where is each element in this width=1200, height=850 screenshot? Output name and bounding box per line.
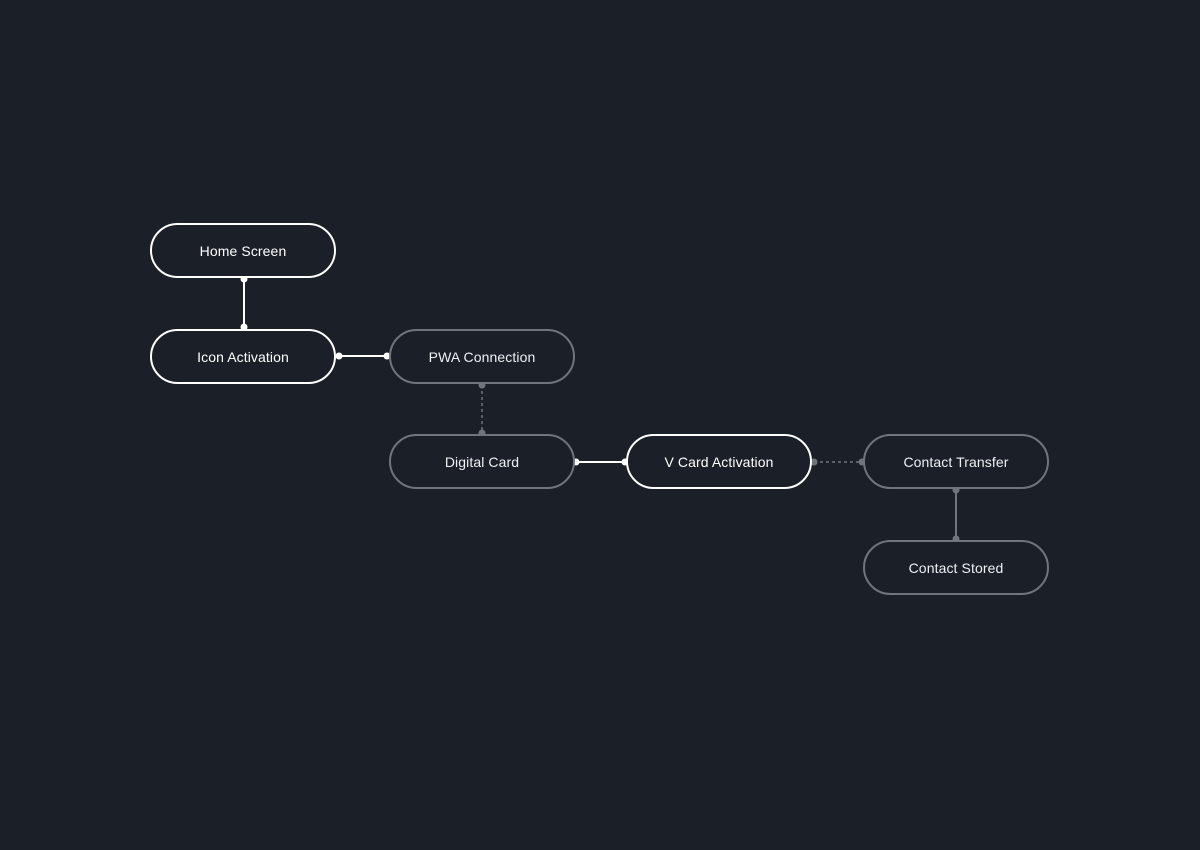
edge-digital-to-vcard: [572, 458, 629, 466]
node-pwa-connection: PWA Connection: [389, 329, 575, 384]
edge-home-to-icon: [240, 275, 248, 331]
edge-icon-to-pwa: [335, 352, 391, 360]
node-contact-transfer: Contact Transfer: [863, 434, 1049, 489]
node-label: Icon Activation: [197, 348, 289, 365]
edge-pwa-to-digital: [478, 381, 486, 437]
node-icon-activation: Icon Activation: [150, 329, 336, 384]
node-label: V Card Activation: [664, 453, 774, 470]
node-label: Contact Stored: [908, 559, 1004, 576]
edge-vcard-to-transfer: [810, 458, 866, 466]
node-label: Digital Card: [444, 453, 520, 470]
node-home-screen: Home Screen: [150, 223, 336, 278]
node-contact-stored: Contact Stored: [863, 540, 1049, 595]
node-digital-card: Digital Card: [389, 434, 575, 489]
node-label: PWA Connection: [428, 348, 536, 365]
node-label: Contact Transfer: [903, 453, 1009, 470]
edge-transfer-to-stored: [952, 486, 960, 543]
node-label: Home Screen: [199, 242, 287, 259]
node-v-card-activation: V Card Activation: [626, 434, 812, 489]
